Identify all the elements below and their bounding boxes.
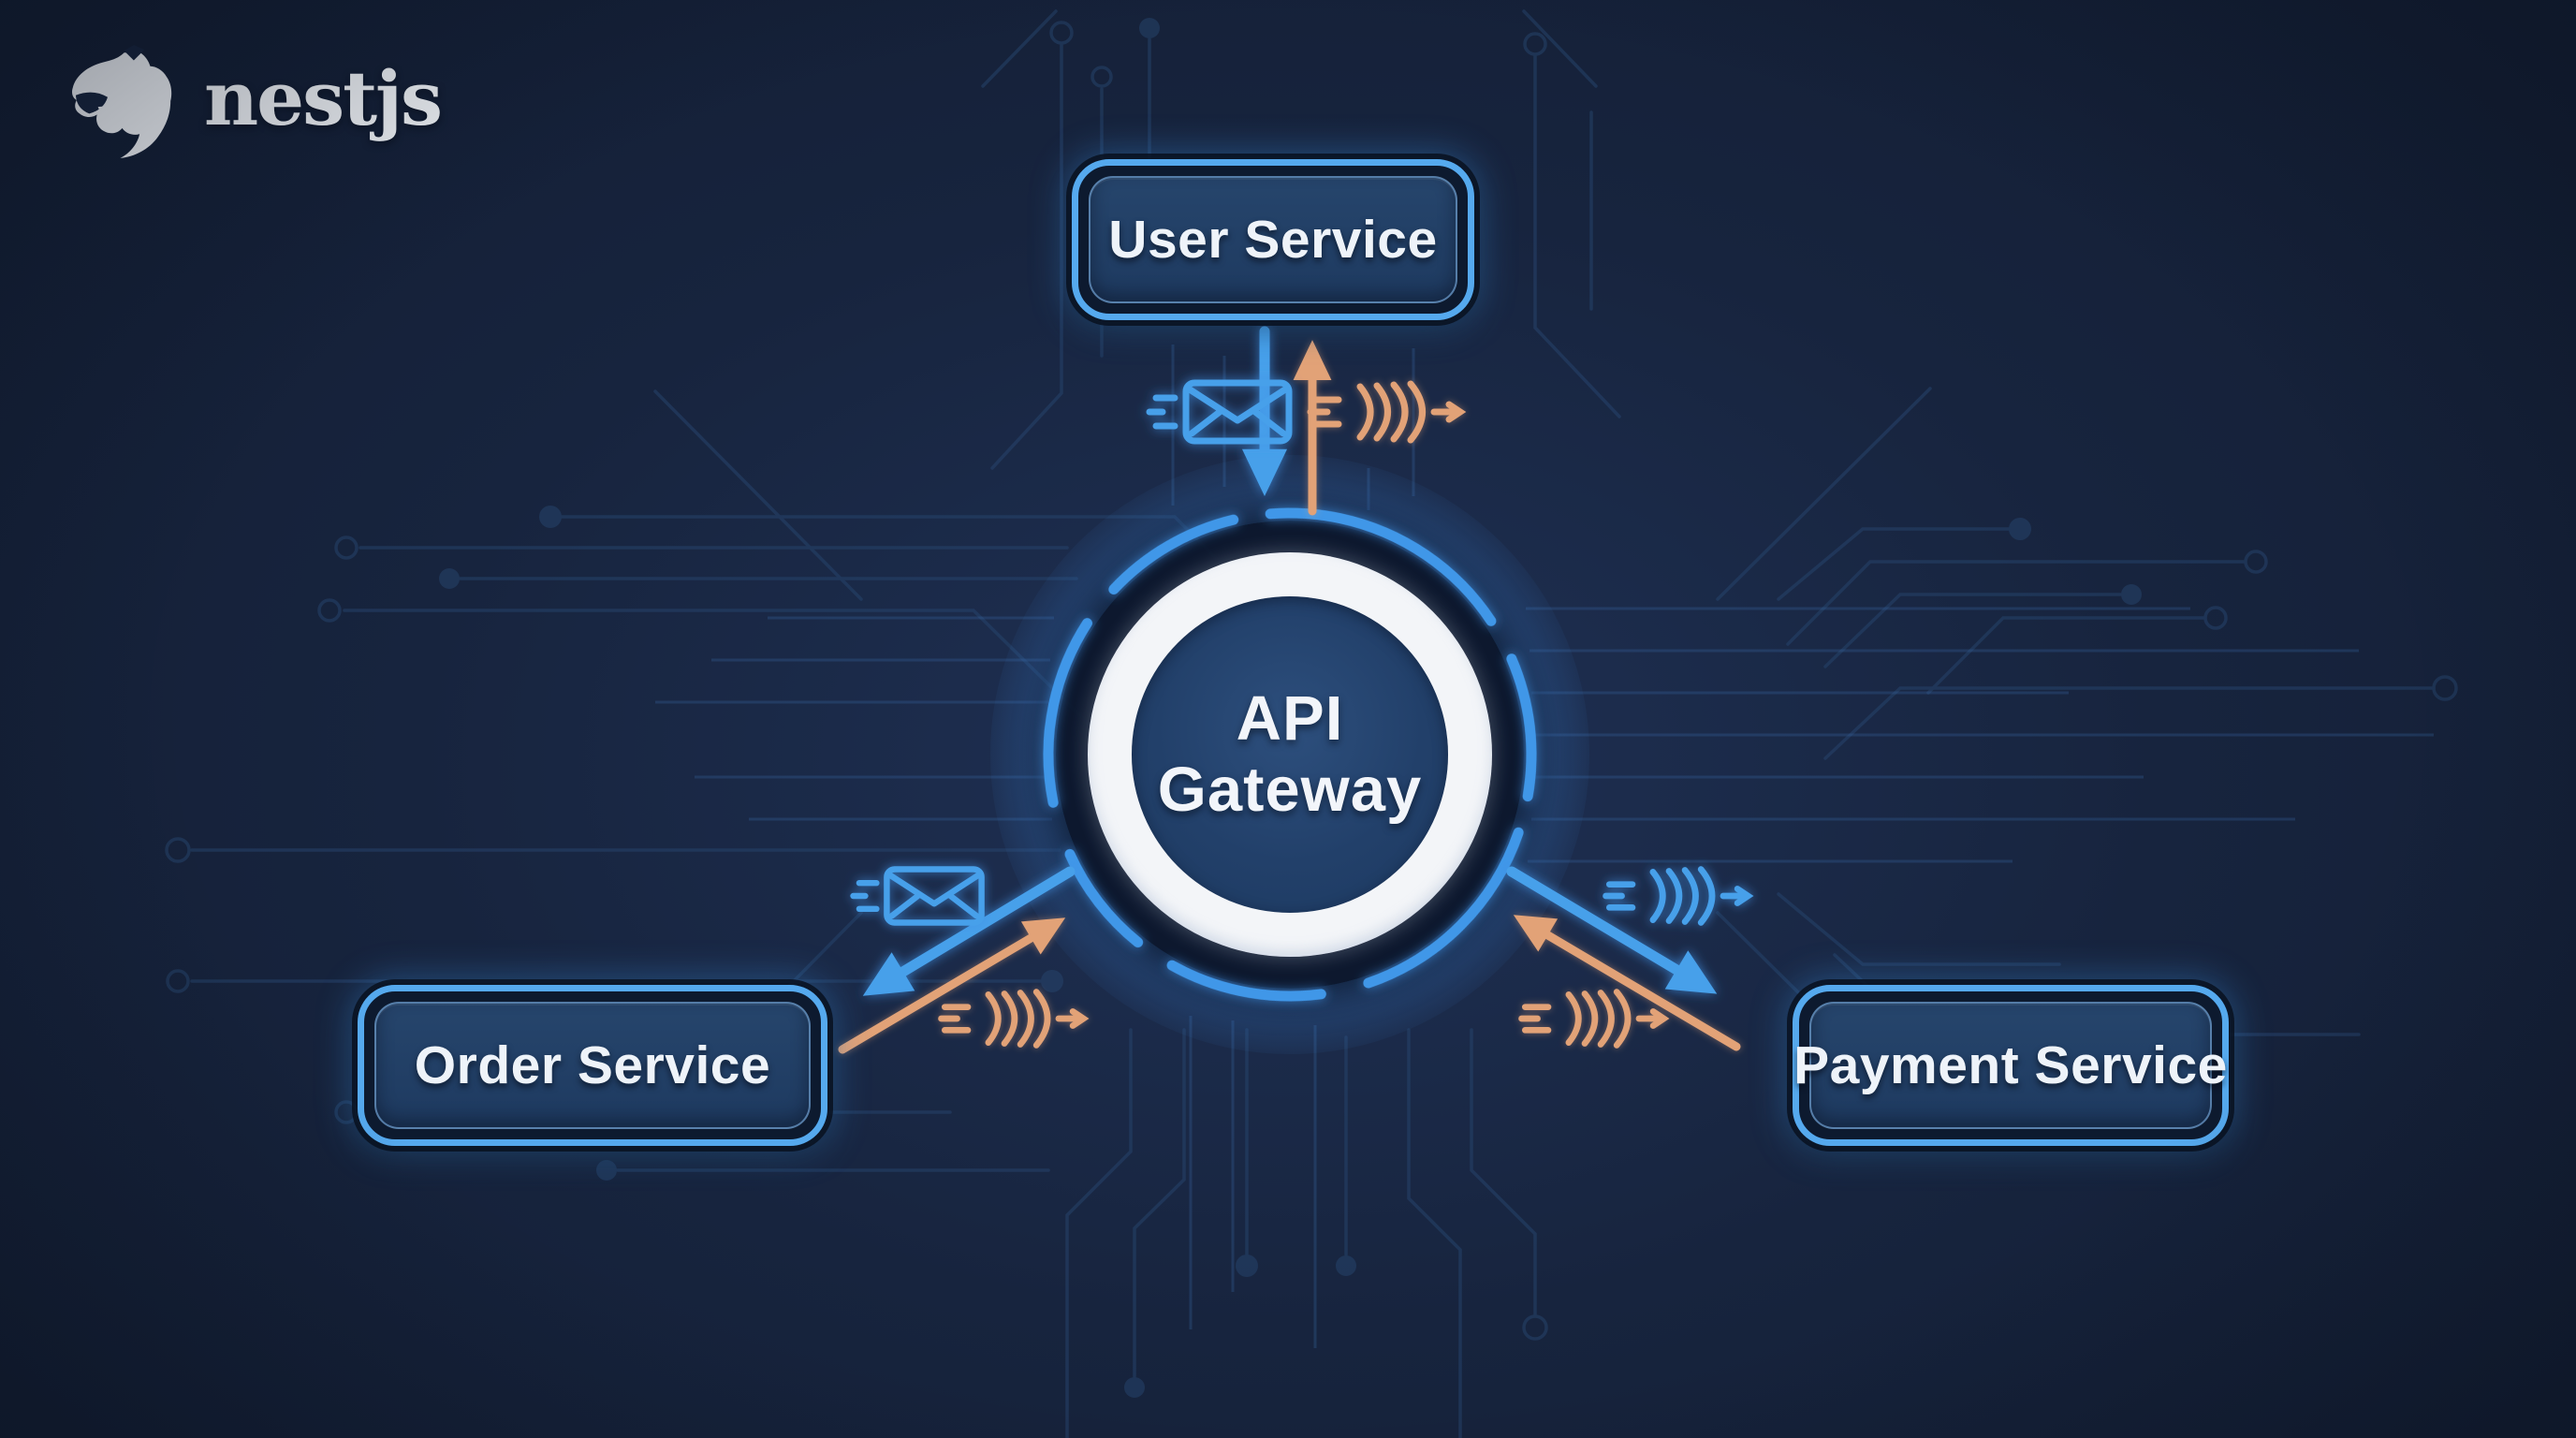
nestjs-logo-icon bbox=[72, 45, 172, 158]
service-box-user: User Service bbox=[1072, 159, 1474, 320]
arrow-order-to-gateway bbox=[838, 917, 1066, 1054]
arrow-payment-to-gateway bbox=[1513, 915, 1741, 1051]
brand-name: nestjs bbox=[204, 54, 443, 142]
event-stream-icon bbox=[1606, 870, 1749, 923]
event-stream-icon bbox=[942, 992, 1084, 1046]
service-box-payment: Payment Service bbox=[1793, 985, 2229, 1146]
order-service-label: Order Service bbox=[414, 1035, 771, 1095]
payment-service-label: Payment Service bbox=[1793, 1035, 2228, 1095]
nestjs-brand: nestjs bbox=[66, 45, 443, 161]
user-service-label: User Service bbox=[1108, 210, 1438, 270]
event-stream-icon bbox=[1310, 384, 1460, 440]
gateway-circle: API Gateway bbox=[1132, 596, 1448, 913]
message-envelope-icon bbox=[854, 869, 982, 922]
message-envelope-icon bbox=[1149, 383, 1289, 441]
gateway-label: API Gateway bbox=[1157, 683, 1423, 825]
service-box-order: Order Service bbox=[358, 985, 827, 1146]
event-stream-icon bbox=[1522, 992, 1664, 1046]
